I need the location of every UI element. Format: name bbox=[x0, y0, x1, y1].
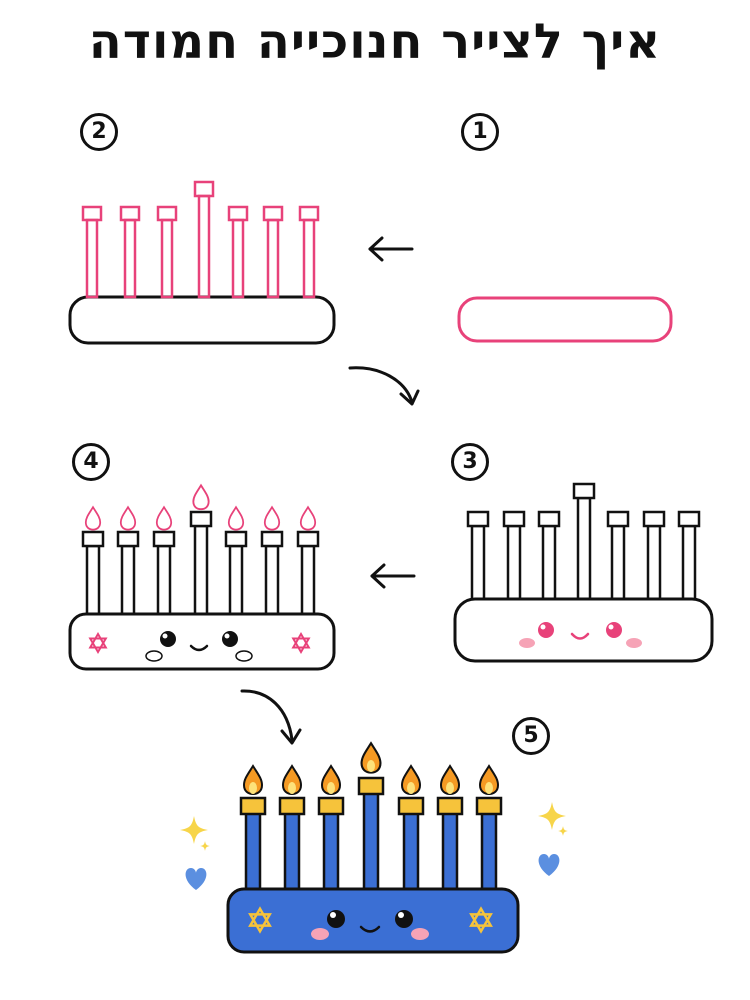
base-outline bbox=[68, 295, 336, 345]
base-colored bbox=[226, 887, 520, 954]
heart-icon bbox=[185, 868, 207, 890]
step-1-drawing bbox=[457, 296, 673, 343]
step-3-drawing bbox=[453, 482, 714, 663]
step-4-drawing bbox=[68, 484, 336, 671]
kawaii-face bbox=[145, 631, 253, 662]
sparkle-icon bbox=[538, 802, 566, 830]
kawaii-face bbox=[519, 622, 642, 648]
curved-arrow-icon bbox=[240, 689, 302, 745]
step-2-drawing bbox=[68, 180, 336, 345]
candle-holders-sketch bbox=[81, 180, 320, 299]
arrow-left-icon bbox=[368, 236, 414, 262]
step-5-drawing bbox=[180, 742, 568, 954]
page-title: איך לצייר חנוכייה חמודה bbox=[88, 14, 662, 70]
arrow-left-icon bbox=[370, 563, 416, 589]
base-outline bbox=[68, 612, 336, 671]
step-1-badge: 1 bbox=[461, 113, 499, 151]
step-4-badge: 4 bbox=[72, 443, 110, 481]
sparkle-icon bbox=[200, 841, 210, 851]
step-2-badge: 2 bbox=[80, 113, 118, 151]
heart-icon bbox=[538, 854, 560, 876]
sparkle-icon bbox=[180, 816, 208, 844]
step-3-badge: 3 bbox=[451, 443, 489, 481]
base-sketch bbox=[457, 296, 673, 343]
sparkle-icon bbox=[558, 826, 568, 836]
curved-arrow-icon bbox=[348, 366, 420, 406]
kawaii-face bbox=[311, 910, 429, 940]
base-outline bbox=[453, 597, 714, 663]
step-5-badge: 5 bbox=[512, 717, 550, 755]
